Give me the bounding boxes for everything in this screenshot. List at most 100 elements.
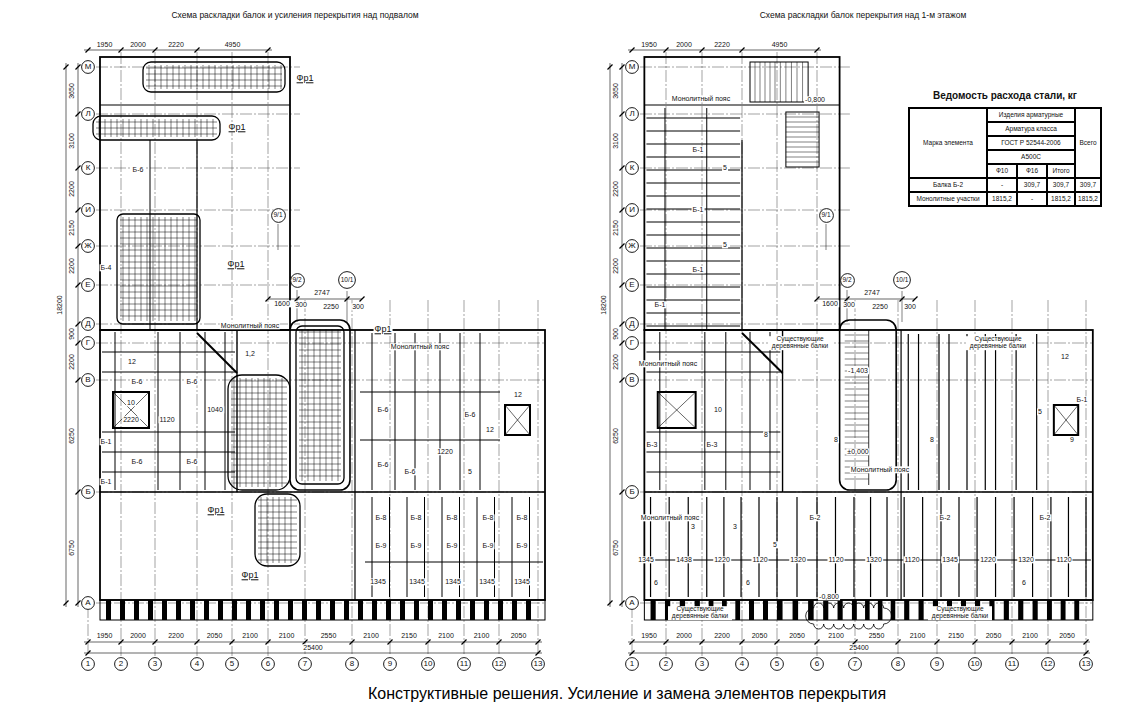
dimension: 2200: [713, 632, 731, 639]
dimension: 3100: [68, 132, 75, 150]
stair-step: [786, 152, 819, 153]
beam-mark: Б-6: [131, 378, 144, 385]
wall-line: [782, 330, 783, 492]
axis-circle-outline: [532, 658, 545, 671]
fragment-mark: Фр1: [207, 506, 226, 515]
fragment-mark: Фр1: [228, 123, 247, 132]
axis-circle-outline: [271, 208, 285, 222]
axis-line: [640, 285, 850, 286]
mesh-line: [258, 542, 297, 543]
mesh-line: [96, 128, 217, 129]
mesh-line: [299, 350, 341, 351]
beam-line: [940, 497, 941, 597]
stair-step: [845, 443, 869, 444]
axis-label: 3: [153, 660, 157, 668]
beam-line: [796, 497, 797, 597]
mesh-line: [203, 65, 204, 89]
axis-circle-outline: [191, 658, 204, 671]
axis-circle-outline: [1042, 658, 1055, 671]
note-label: Монолитный пояс: [640, 514, 700, 521]
dimension-line: [622, 63, 623, 607]
dimension-line: [628, 50, 821, 51]
wall-pier: [106, 600, 111, 620]
mesh-line: [191, 65, 192, 89]
axis-bubble: 9: [930, 657, 944, 671]
axis-circle-outline: [626, 204, 639, 217]
axis-label: 12: [495, 660, 504, 668]
wall-line: [644, 104, 839, 105]
dimension-line: [119, 640, 124, 645]
mesh-line: [231, 411, 287, 412]
dimension: 2150: [947, 632, 965, 639]
dimension: 1345: [478, 578, 496, 585]
beam-line: [1050, 497, 1051, 597]
beam-mark: Б-6: [404, 468, 417, 475]
plan-title: Схема раскладки балок и усиления перекры…: [170, 11, 419, 20]
dimension-line: [388, 640, 393, 645]
beam-mark: Б-6: [131, 458, 144, 465]
dimension-line: [76, 166, 81, 171]
beam-line: [180, 332, 181, 490]
callout-number: 3: [732, 523, 738, 530]
cell-text: Ф16: [1026, 168, 1038, 175]
dimension: 900: [68, 327, 75, 341]
dimension-line: [153, 640, 158, 645]
wall-pier: [260, 600, 265, 620]
beam-line: [102, 372, 235, 373]
dimension: 1120: [1055, 556, 1072, 563]
dimension-line: [76, 378, 81, 383]
beam-line: [102, 472, 235, 473]
axis-line: [88, 606, 89, 656]
mesh-line: [258, 518, 297, 519]
dimension: 2250: [322, 303, 340, 310]
beam-mark: Б-9: [516, 542, 529, 549]
dimension-line: [700, 640, 705, 645]
wall-pier: [852, 600, 857, 620]
axis-bubble: 8: [345, 657, 359, 671]
dimension-line: [84, 50, 272, 51]
fragment-mark: Фр1: [227, 260, 246, 269]
mesh-line: [167, 65, 168, 89]
mesh-line: [299, 446, 341, 447]
axis-label: 2: [664, 660, 668, 668]
dimension: 2220: [122, 416, 140, 423]
cell-text: Ф10: [996, 168, 1008, 175]
stair-step: [786, 142, 819, 143]
dimension: 2100: [827, 632, 845, 639]
axis-line: [640, 168, 850, 169]
dimension: 300: [294, 301, 308, 308]
beam-line: [750, 332, 751, 490]
axis-bubble: Л: [81, 107, 95, 121]
axis-line: [640, 324, 850, 325]
reinforcement-zone: [143, 62, 285, 92]
dimension: 2220: [167, 41, 185, 48]
axis-circle-outline: [493, 658, 506, 671]
wall-pier: [204, 600, 209, 620]
mesh-line: [231, 393, 287, 394]
callout-number: 5: [772, 541, 778, 548]
axis-circle-outline: [626, 61, 639, 74]
stair-step: [845, 347, 869, 348]
mesh-line: [231, 399, 287, 400]
mesh-line: [264, 378, 265, 487]
axis-bubble: 3: [695, 657, 709, 671]
axis-line: [1086, 300, 1087, 656]
mesh-line: [120, 220, 197, 221]
table-cell: 309,7: [1075, 178, 1101, 192]
beam-mark: Б-8: [482, 514, 495, 521]
axis-label: Г: [86, 339, 90, 347]
wall-pier: [512, 600, 517, 620]
callout-number: 6: [1021, 579, 1027, 586]
dimension: 2200: [167, 632, 185, 639]
beam-line: [646, 183, 740, 184]
axis-label: 8: [896, 660, 900, 668]
beam-mark: Б-1: [100, 438, 113, 445]
mesh-line: [120, 232, 197, 233]
dimension-tick: [360, 297, 365, 302]
axis-label: Е: [629, 281, 634, 289]
wall-pier: [442, 600, 447, 620]
axis-circle-outline: [82, 318, 95, 331]
extra-axes: [815, 224, 918, 322]
mesh-line: [231, 417, 287, 418]
stair-step: [845, 395, 869, 396]
